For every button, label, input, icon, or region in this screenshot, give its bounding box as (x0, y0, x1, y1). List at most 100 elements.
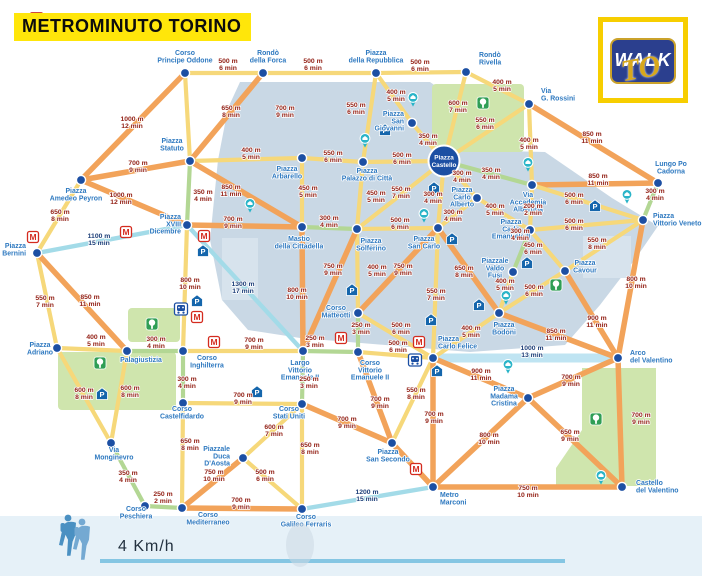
svg-text:M: M (412, 464, 419, 474)
node-label-peyron: Piazza (65, 188, 86, 195)
svg-text:P: P (434, 367, 439, 376)
map-node-mediterraneo (176, 502, 188, 514)
distance-label: 650 m (221, 105, 240, 112)
map-node-madamacristina (522, 392, 534, 404)
time-label: 9 min (371, 403, 389, 410)
walkto-logo-walk: WALK (610, 38, 676, 84)
svg-text:P: P (431, 184, 436, 193)
time-label: 4 min (453, 177, 471, 184)
walk-route-oddone-statuto (182, 70, 193, 164)
time-label: 11 min (586, 322, 607, 329)
time-label: 7 min (265, 431, 283, 438)
node-label-forca: Rondò (257, 50, 279, 57)
time-label: 6 min (391, 224, 409, 231)
distance-label: 350 m (481, 167, 500, 174)
map-node-xviii (181, 219, 193, 231)
parking-icon: P (425, 313, 437, 326)
map-node-castelfidardo (177, 397, 189, 409)
map-node-albertina (526, 179, 538, 191)
distance-label: 650 m (454, 265, 473, 272)
node-label-sancarlo: San Carlo (408, 243, 440, 250)
walk-route-bernini-peyron (34, 177, 84, 256)
walk-route-solferino-sancarlo (354, 225, 441, 232)
time-label: 11 min (470, 375, 491, 382)
node-label-marconi: Metro (440, 492, 459, 499)
walk-route-palagiustizia-monginevro (108, 348, 130, 446)
walk-route-castelfidardo-mediterraneo (179, 400, 186, 511)
node-label-monginevro: Monginevro (94, 454, 133, 461)
walk-route-madamacristina-castellovalentino (525, 395, 625, 490)
node-label-mediterraneo: Mediterraneo (186, 519, 229, 526)
distance-label: 200 m (523, 203, 542, 210)
distance-label: 500 m (388, 340, 407, 347)
svg-text:M: M (337, 333, 344, 343)
time-label: 8 min (75, 394, 93, 401)
metro-icon: M (190, 310, 204, 324)
pin-icon (500, 290, 512, 305)
parking-icon: P (379, 123, 391, 136)
time-label: 6 min (389, 347, 407, 354)
distance-label: 850 m (546, 328, 565, 335)
distance-label: 400 m (485, 203, 504, 210)
parking-icon: P (521, 256, 533, 269)
time-label: 6 min (525, 291, 543, 298)
node-label-adriano: Piazza (29, 342, 50, 349)
map-node-carloalberto (471, 192, 483, 204)
time-label: 5 min (493, 86, 511, 93)
node-label-mastio: della Cittadella (275, 243, 324, 250)
node-label-peschiera: Corso (126, 506, 146, 513)
node-label-valdofusi: Fusi (488, 273, 502, 280)
walk-route-ceii-valdofusi (510, 227, 533, 275)
node-label-castello: Piazza (434, 155, 454, 162)
parking-icon: P (431, 364, 443, 377)
walk-route-cadorna-vveneto (640, 180, 661, 223)
map-node-cadorna (652, 177, 664, 189)
time-label: 6 min (304, 65, 322, 72)
distance-label: 400 m (367, 264, 386, 271)
distance-label: 450 m (523, 242, 542, 249)
distance-label: 250 m (299, 376, 318, 383)
map-node-solferino (351, 223, 363, 235)
time-label: 7 min (392, 193, 410, 200)
node-label-valdofusi: Piazzale (482, 258, 509, 265)
time-label: 15 min (88, 240, 110, 247)
svg-text:P: P (349, 286, 354, 295)
node-label-statiuniti: Stati Uniti (273, 413, 305, 420)
node-label-rivella: Rondò (479, 52, 501, 59)
node-label-rivella: Rivella (479, 59, 501, 66)
node-label-ceii: Piazza (500, 219, 521, 226)
map-node-carlofelice (427, 352, 439, 364)
node-label-albertina: Albertina (513, 207, 543, 214)
time-label: 9 min (232, 504, 250, 511)
walk-route-bodoni-cavour (496, 268, 568, 316)
time-label: 3 min (306, 342, 324, 349)
parking-icon: P (589, 199, 601, 212)
walk-route-galileoferraris-marconi (299, 484, 436, 512)
park-area (432, 84, 524, 152)
time-label: 6 min (524, 249, 542, 256)
time-label: 6 min (324, 157, 342, 164)
time-label: 11 min (587, 180, 608, 187)
distance-label: 700 m (561, 374, 580, 381)
distance-label: 250 m (305, 335, 324, 342)
time-label: 3 min (300, 383, 318, 390)
distance-label: 350 m (118, 470, 137, 477)
time-label: 9 min (338, 423, 356, 430)
map-node-monginevro (105, 437, 117, 449)
walk-route-bernini-palagiustizia (34, 250, 130, 354)
parking-icon: P (96, 387, 108, 400)
node-label-sansecondo: Piazza (377, 449, 398, 456)
distance-label: 700 m (337, 416, 356, 423)
node-label-castelfidardo: Castelfidardo (160, 413, 204, 420)
walk-route-statuto-mastio (187, 158, 305, 230)
time-label: 6 min (347, 109, 365, 116)
distance-label: 750 m (204, 469, 223, 476)
svg-text:M: M (29, 232, 36, 242)
distance-label: 750 m (393, 263, 412, 270)
walk-route-albertina-vveneto (529, 182, 646, 223)
distance-label: 1000 m (109, 192, 132, 199)
time-label: 9 min (561, 436, 579, 443)
pin-icon (407, 92, 419, 107)
